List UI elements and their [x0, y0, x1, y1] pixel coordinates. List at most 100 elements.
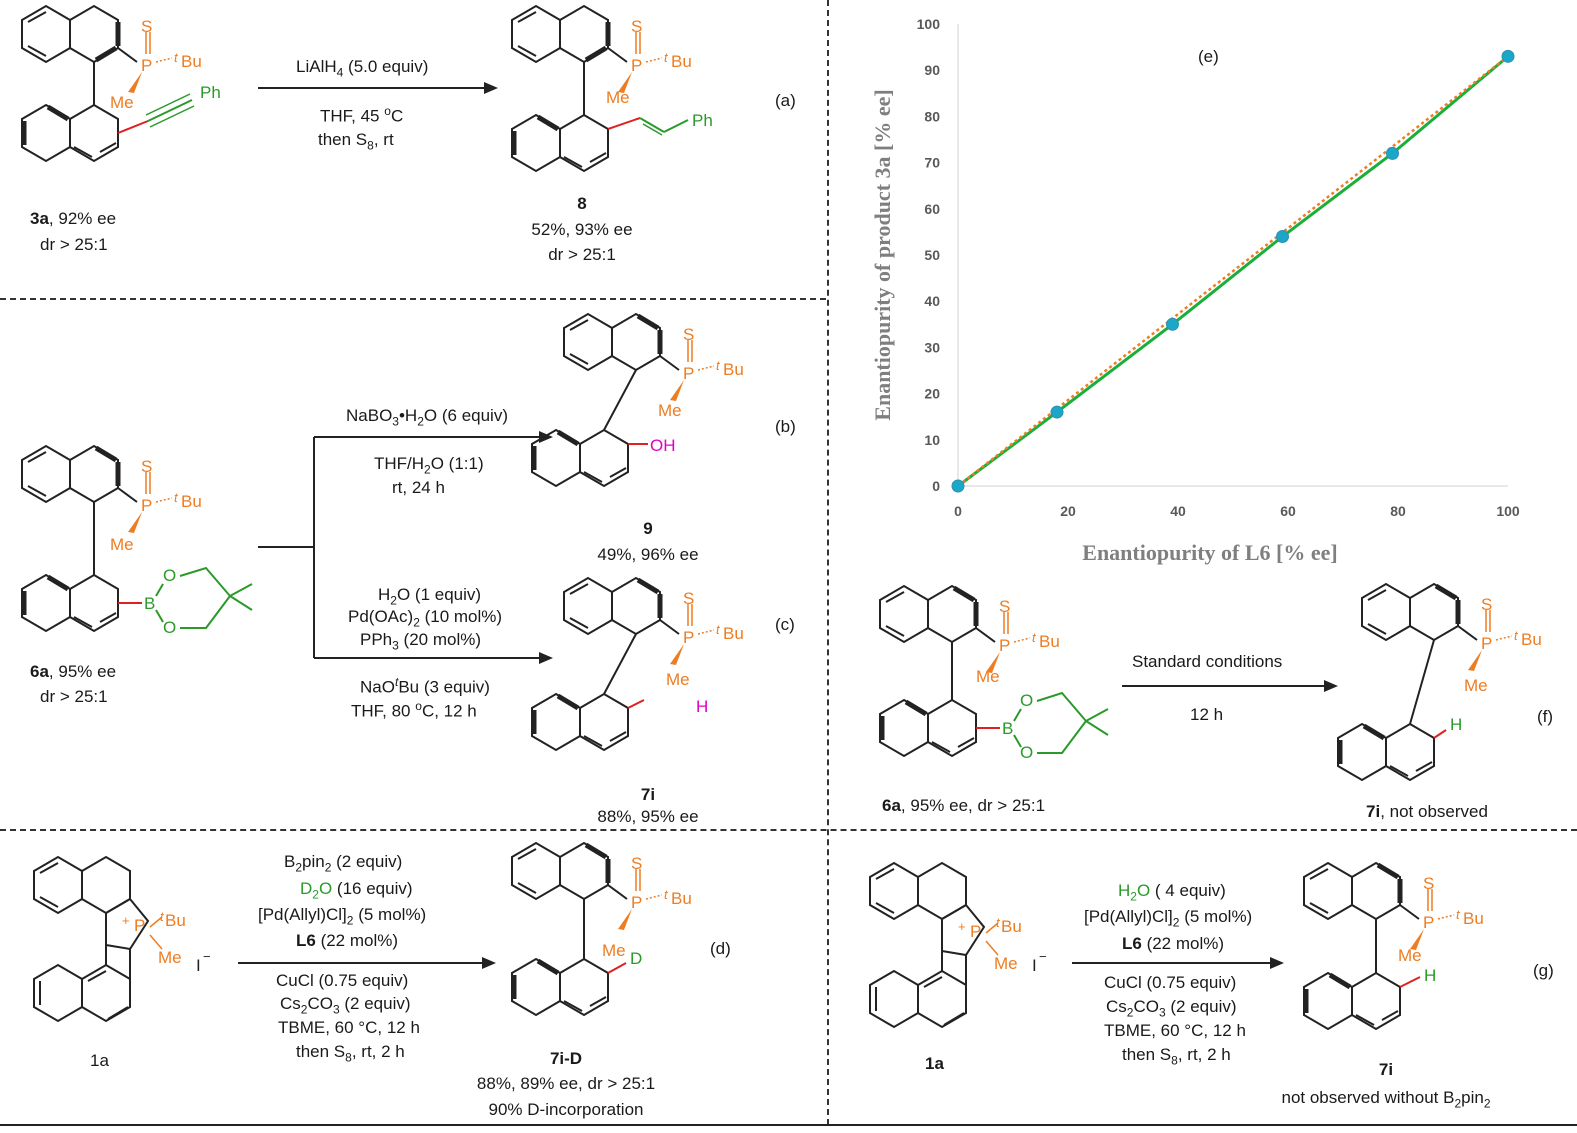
phosphole-salt-1a-g: [869, 861, 986, 1029]
svg-text:O: O: [1020, 691, 1033, 710]
compound-label-6a: 6a, 95% ee: [30, 662, 117, 681]
conditions-f-below: 12 h: [1190, 705, 1224, 724]
naphthalene-upper-7i-g: [1303, 861, 1403, 921]
conditions-g-line4: CuCl (0.75 equiv): [1104, 973, 1237, 992]
compound-label-7i-D: 7i-D: [549, 1049, 583, 1068]
deuterium-label: D: [630, 949, 642, 968]
naphthalene-lower-8: [511, 113, 609, 173]
conditions-d-line6: Cs2CO3 (2 equiv): [280, 994, 411, 1017]
svg-text:B: B: [1002, 719, 1013, 738]
svg-text:P: P: [999, 636, 1010, 655]
svg-text:S: S: [683, 589, 694, 608]
svg-text:S: S: [631, 854, 642, 873]
conditions-g-line2: [Pd(Allyl)Cl]2 (5 mol%): [1084, 907, 1253, 930]
svg-text:Me: Me: [976, 667, 1000, 686]
conditions-d-line3: [Pd(Allyl)Cl]2 (5 mol%): [258, 905, 427, 928]
svg-text:O: O: [1020, 743, 1033, 762]
svg-text:t: t: [174, 50, 179, 65]
x-tick-label: 100: [1496, 503, 1520, 519]
svg-text:t: t: [1032, 630, 1037, 645]
scheme-d-structures: + P t Bu Me I − P S t Bu Me D: [33, 841, 692, 1023]
y-tick-label: 50: [924, 247, 940, 263]
conditions-c-line1: H2O (1 equiv): [378, 585, 482, 608]
dr-3a: dr > 25:1: [40, 235, 108, 254]
naphthalene-upper-6a: [21, 444, 121, 504]
svg-text:P: P: [1481, 634, 1492, 653]
svg-text:Bu: Bu: [181, 492, 202, 511]
chart-lines: [957, 55, 1509, 488]
phosphine-sulfide-9: P S t Bu Me: [658, 325, 744, 420]
svg-text:t: t: [996, 915, 1001, 930]
svg-text:P: P: [134, 916, 145, 935]
chart-y-axis-label: Enantiopurity of product 3a [% ee]: [870, 89, 895, 420]
svg-text:Me: Me: [1464, 676, 1488, 695]
conditions-a-line3: then S8, rt: [318, 130, 394, 153]
data-point: [1050, 405, 1064, 419]
panel-tag-c: (c): [775, 615, 795, 634]
compound-label-7i: 7i: [640, 785, 656, 804]
phosphine-sulfide-8: P S t Bu Me: [606, 17, 692, 107]
compound-label-9: 9: [643, 519, 653, 538]
conditions-g-line6: TBME, 60 °C, 12 h: [1104, 1021, 1246, 1040]
svg-text:Me: Me: [110, 93, 134, 112]
x-tick-label: 80: [1390, 503, 1406, 519]
naphthalene-upper-3a: [21, 4, 121, 64]
conditions-d-line4: L6 (22 mol%): [296, 931, 399, 950]
conditions-g-line5: Cs2CO3 (2 equiv): [1106, 997, 1237, 1020]
svg-text:I: I: [196, 956, 201, 975]
yield-9: 49%, 96% ee: [597, 545, 699, 564]
svg-text:P: P: [970, 922, 981, 941]
hydroxyl-label: OH: [650, 436, 676, 455]
svg-text:S: S: [1481, 595, 1492, 614]
panel-tag-a: (a): [775, 91, 796, 110]
svg-text:P: P: [1423, 913, 1434, 932]
yield-8: 52%, 93% ee: [531, 220, 633, 239]
svg-text:Me: Me: [606, 88, 630, 107]
conditions-d-line5: CuCl (0.75 equiv): [276, 971, 409, 990]
svg-text:Me: Me: [658, 401, 682, 420]
svg-text:Me: Me: [602, 941, 626, 960]
svg-text:Bu: Bu: [1521, 630, 1542, 649]
compound-label-3a: 3a, 92% ee: [30, 209, 117, 228]
conditions-d-line2: D2O (16 equiv): [300, 879, 413, 902]
conditions-c-line4: NaOtBu (3 equiv): [360, 675, 490, 697]
hydrogen-label-f: H: [1450, 715, 1462, 734]
svg-text:Bu: Bu: [671, 52, 692, 71]
svg-text:Me: Me: [110, 535, 134, 554]
phosphine-sulfide-7iD: P S t Bu Me: [602, 854, 692, 960]
phosphine-sulfide-7i: P S t Bu Me: [659, 589, 744, 689]
svg-text:+: +: [958, 919, 966, 934]
conditions-b-line2: THF/H2O (1:1): [374, 454, 484, 477]
svg-text:Bu: Bu: [671, 889, 692, 908]
svg-text:S: S: [141, 457, 152, 476]
panel-tag-b: (b): [775, 417, 796, 436]
scheme-a-structures: P S t Bu Me Ph P S: [21, 4, 713, 173]
naphthalene-upper-6a-f: [879, 584, 979, 644]
hydrogen-label-c: H: [696, 697, 708, 716]
naphthalene-upper-7i-f: [1361, 582, 1461, 642]
chart-points: [951, 49, 1515, 493]
svg-text:Me: Me: [158, 948, 182, 967]
compound-label-8: 8: [577, 194, 587, 213]
conditions-a-line2: THF, 45 oC: [320, 104, 404, 126]
y-tick-label: 60: [924, 201, 940, 217]
y-tick-label: 100: [917, 16, 941, 32]
svg-text:P: P: [141, 496, 152, 515]
svg-text:Bu: Bu: [1039, 632, 1060, 651]
scheme-f-structures: P S t Bu Me B O O: [879, 582, 1542, 782]
d-incorporation: 90% D-incorporation: [488, 1100, 644, 1119]
y-tick-label: 70: [924, 155, 940, 171]
sulfur-atom-label: S: [141, 17, 152, 36]
series-line: [957, 55, 1509, 488]
x-tick-label: 20: [1060, 503, 1076, 519]
svg-text:S: S: [999, 597, 1010, 616]
svg-text:B: B: [144, 594, 155, 613]
y-tick-label: 0: [932, 478, 940, 494]
data-point: [951, 479, 965, 493]
conditions-c-line3: PPh3 (20 mol%): [360, 630, 482, 653]
svg-text:Bu: Bu: [165, 911, 186, 930]
svg-text:t: t: [664, 50, 669, 65]
svg-text:S: S: [1423, 874, 1434, 893]
panel-tag-g: (g): [1533, 961, 1554, 980]
